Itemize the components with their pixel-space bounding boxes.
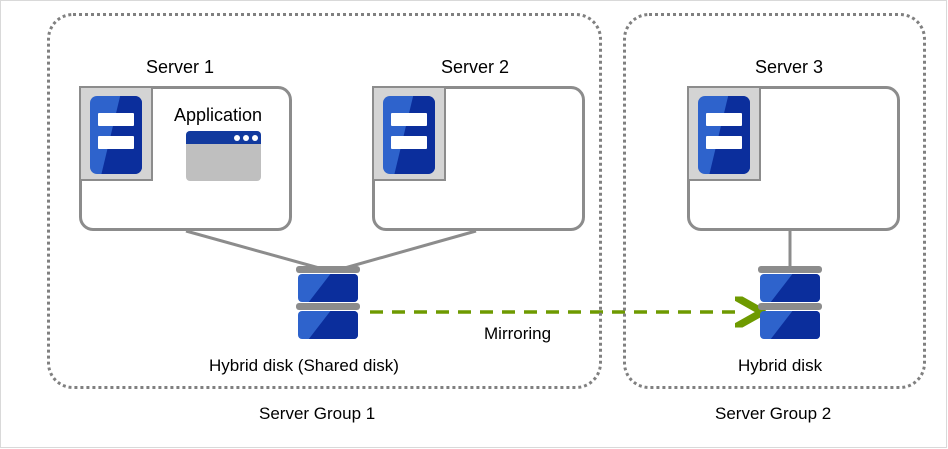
- application-label: Application: [174, 105, 263, 125]
- disk-segment-lower: [298, 311, 358, 339]
- server-icon: [79, 86, 153, 181]
- disk-plate-middle: [296, 303, 360, 310]
- mirroring-label: Mirroring: [484, 324, 552, 343]
- server-group-1-container: [47, 13, 602, 389]
- disk-segment-upper: [760, 274, 820, 302]
- server-icon-shade: [709, 96, 750, 174]
- server-icon: [687, 86, 761, 181]
- server-group-1-label: Server Group 1: [259, 404, 376, 423]
- disk-segment-shade: [770, 274, 820, 302]
- connector-server1-disk: [185, 229, 331, 273]
- disk-segment-shade: [308, 274, 358, 302]
- hybrid-disk-shared-icon[interactable]: [296, 266, 360, 344]
- server-icon-bar-bottom: [391, 136, 427, 149]
- server-icon-shade: [101, 96, 142, 174]
- application-window-dot-3: [252, 135, 258, 141]
- server-icon-bar-bottom: [706, 136, 742, 149]
- server-icon-body: [698, 96, 750, 174]
- hybrid-disk-shared-label: Hybrid disk (Shared disk): [209, 356, 399, 375]
- application-window-dot-1: [234, 135, 240, 141]
- server-3-title: Server 3: [755, 57, 824, 77]
- connector-server2-disk: [333, 229, 477, 273]
- disk-segment-lower: [760, 311, 820, 339]
- application-window-dot-2: [243, 135, 249, 141]
- disk-plate-middle: [758, 303, 822, 310]
- server-icon-body: [90, 96, 142, 174]
- server-icon: [372, 86, 446, 181]
- server-icon-bar-bottom: [98, 136, 134, 149]
- server-icon-bar-top: [98, 113, 134, 126]
- disk-plate-top: [296, 266, 360, 273]
- disk-segment-shade: [308, 311, 358, 339]
- disk-segment-upper: [298, 274, 358, 302]
- hybrid-disk-mirror-label: Hybrid disk: [738, 356, 823, 375]
- server-icon-shade: [394, 96, 435, 174]
- server-icon-bar-top: [706, 113, 742, 126]
- server-group-2-container: [623, 13, 926, 389]
- application-window-icon: [186, 131, 261, 181]
- hybrid-disk-mirror-icon[interactable]: [758, 266, 822, 344]
- server-icon-bar-top: [391, 113, 427, 126]
- disk-segment-shade: [770, 311, 820, 339]
- server-icon-body: [383, 96, 435, 174]
- disk-plate-top: [758, 266, 822, 273]
- application-window-titlebar: [186, 131, 261, 144]
- server-1-title: Server 1: [146, 57, 215, 77]
- server-group-2-label: Server Group 2: [715, 404, 832, 423]
- server-2-title: Server 2: [441, 57, 510, 77]
